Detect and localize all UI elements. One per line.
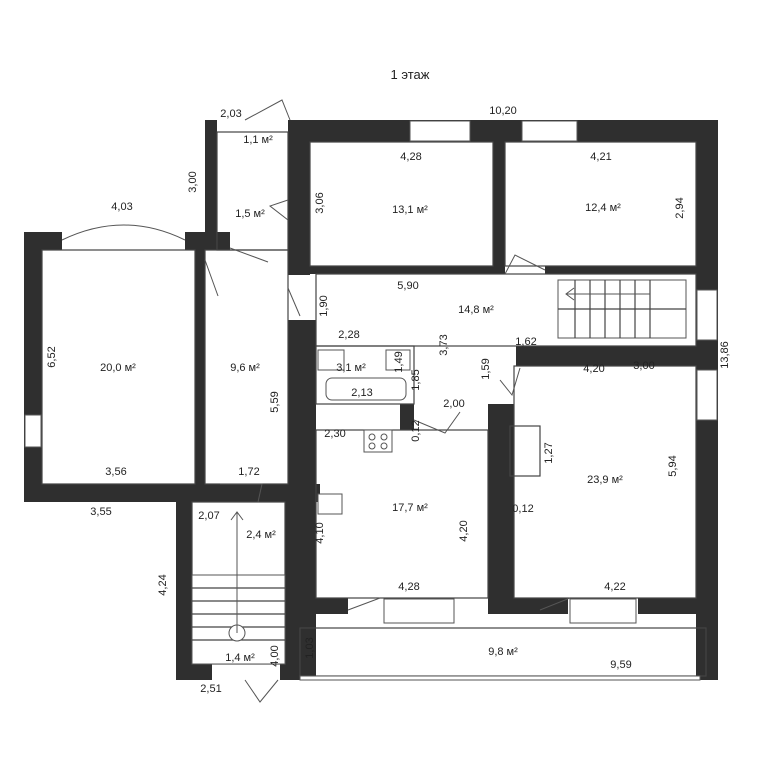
dimension-label: 1,27 — [543, 442, 555, 463]
dimension-label: 3,73 — [438, 334, 450, 355]
dimension-label: 1,59 — [480, 358, 492, 379]
dimension-label: 1,90 — [318, 295, 330, 316]
floor-title: 1 этаж — [391, 67, 430, 82]
dimension-label: 13,86 — [719, 341, 731, 369]
interior-outlines — [41, 131, 707, 677]
stove-icon — [363, 429, 393, 453]
window-right-stair — [696, 289, 718, 341]
window-right-living — [696, 369, 718, 421]
fixtures — [191, 279, 687, 665]
room-area: 2,4 м² — [246, 529, 276, 541]
dimension-label: 4,03 — [111, 201, 132, 213]
dimension-label: 2,30 — [324, 428, 345, 440]
window-top-left — [409, 120, 471, 142]
window-kitchen — [383, 598, 455, 624]
kitchen-sink-icon — [317, 493, 343, 515]
dimension-label: 2,28 — [338, 329, 359, 341]
dimension-label: 0,12 — [410, 420, 422, 441]
toilet-icon — [385, 349, 411, 371]
dimension-label: 10,20 — [489, 105, 517, 117]
windows — [24, 120, 718, 681]
bathtub-icon — [325, 377, 407, 401]
room-area: 13,1 м² — [392, 204, 428, 216]
dimension-label: 3,06 — [314, 192, 326, 213]
room-area: 9,6 м² — [230, 362, 260, 374]
dimension-label: 2,94 — [674, 197, 686, 218]
sink-icon — [317, 349, 345, 371]
dimension-label: 2,13 — [351, 387, 372, 399]
dimension-label: 5,90 — [397, 280, 418, 292]
dimensions: 2,03 10,20 3,00 4,28 4,21 3,06 2,94 4,03… — [46, 105, 731, 695]
dimension-label: 4,20 — [458, 520, 470, 541]
dimension-label: 1,72 — [238, 466, 259, 478]
window-terrace — [299, 675, 701, 681]
dimension-label: 1,62 — [515, 336, 536, 348]
window-living-bottom — [569, 598, 637, 624]
room-area: 17,7 м² — [392, 502, 428, 514]
room-area: 1,4 м² — [225, 652, 255, 664]
dimension-label: 3,55 — [90, 506, 111, 518]
dimension-label: 6,52 — [46, 346, 58, 367]
dimension-label: 4,10 — [314, 522, 326, 543]
dimension-label: 4,22 — [604, 581, 625, 593]
dimension-label: 5,59 — [269, 391, 281, 412]
dimension-label: 4,00 — [269, 645, 281, 666]
dimension-label: 0,12 — [512, 503, 533, 515]
window-left — [24, 414, 42, 448]
dimension-label: 2,07 — [198, 510, 219, 522]
dimension-label: 2,03 — [220, 108, 241, 120]
dimension-label: 4,20 — [583, 363, 604, 375]
dimension-label: 3,00 — [187, 171, 199, 192]
room-area: 23,9 м² — [587, 474, 623, 486]
room-area: 3,1 м² — [336, 362, 366, 374]
dimension-label: 4,28 — [400, 151, 421, 163]
window-top-right — [521, 120, 578, 142]
room-area: 1,5 м² — [235, 208, 265, 220]
dimension-label: 1,85 — [410, 369, 422, 390]
room-area: 9,8 м² — [488, 646, 518, 658]
dimension-label: 1,49 — [393, 351, 405, 372]
room-area: 14,8 м² — [458, 304, 494, 316]
dimension-label: 4,21 — [590, 151, 611, 163]
dimension-label: 4,28 — [398, 581, 419, 593]
room-area: 1,1 м² — [243, 134, 273, 146]
doors — [61, 99, 571, 703]
dimension-label: 3,56 — [105, 466, 126, 478]
dimension-label: 9,59 — [610, 659, 631, 671]
room-area: 20,0 м² — [100, 362, 136, 374]
stairs-upper — [557, 279, 687, 339]
dimension-label: 5,94 — [667, 455, 679, 476]
dimension-label: 1,03 — [304, 637, 316, 658]
room-area: 12,4 м² — [585, 202, 621, 214]
room-areas: 1,1 м² 1,5 м² 13,1 м² 12,4 м² 20,0 м² 9,… — [100, 134, 623, 664]
dimension-label: 4,24 — [157, 574, 169, 595]
dimension-label: 2,51 — [200, 683, 221, 695]
dimension-label: 2,00 — [443, 398, 464, 410]
stairs-lower — [191, 511, 286, 665]
dimension-label: 3,00 — [633, 360, 654, 372]
